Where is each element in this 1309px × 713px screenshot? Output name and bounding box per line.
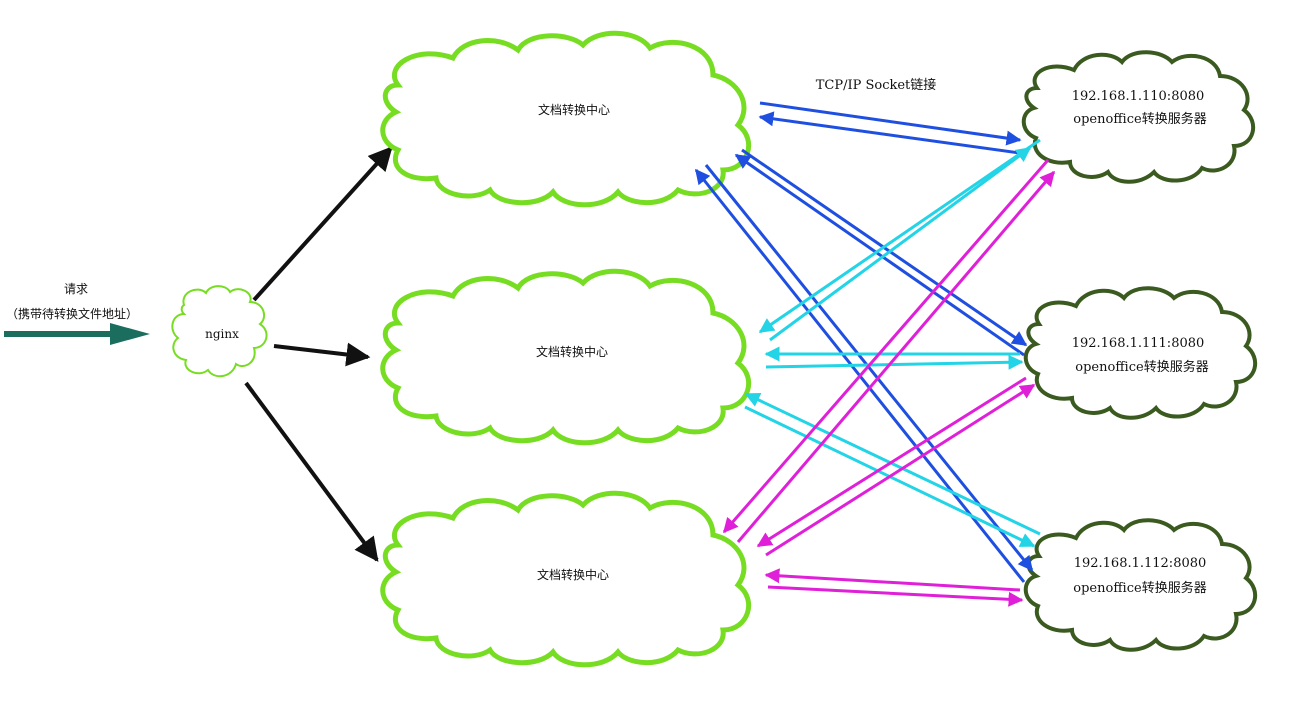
link-c2-to-s2 bbox=[765, 354, 1024, 370]
center-cloud-shape bbox=[380, 268, 752, 446]
link-c1-to-s1 bbox=[759, 101, 1022, 146]
center-cloud-2: 文档转换中心 bbox=[380, 268, 752, 446]
link-s3-to-c2 bbox=[744, 392, 1041, 536]
links-center-3 bbox=[722, 159, 1056, 607]
server-cloud-shape bbox=[1023, 286, 1257, 420]
center-label: 文档转换中心 bbox=[536, 344, 608, 359]
link-c3-to-s3 bbox=[767, 585, 1024, 607]
request-arrow bbox=[4, 323, 150, 345]
nginx-label: nginx bbox=[205, 327, 239, 341]
server-address: 192.168.1.110:8080 bbox=[1072, 89, 1205, 104]
link-s2-to-c3 bbox=[756, 376, 1027, 548]
arrow-nginx-to-center-1 bbox=[252, 146, 393, 302]
server-cloud-shape bbox=[1023, 518, 1257, 652]
nginx-cloud-shape bbox=[171, 285, 268, 378]
nginx-arrows bbox=[244, 146, 393, 562]
center-cloud-shape bbox=[380, 490, 752, 668]
links-center-1 bbox=[694, 101, 1034, 583]
arrow-nginx-to-center-2 bbox=[273, 342, 371, 367]
connection-label: TCP/IP Socket链接 bbox=[816, 77, 937, 93]
center-cloud-1: 文档转换中心 bbox=[380, 30, 752, 208]
server-cloud-2: 192.168.1.111:8080 openoffice转换服务器 bbox=[1023, 286, 1257, 420]
nginx-cloud: nginx bbox=[171, 285, 268, 378]
link-s1-to-c1 bbox=[758, 111, 1021, 155]
link-c3-to-s2 bbox=[765, 383, 1036, 557]
link-s3-to-c3 bbox=[764, 568, 1021, 592]
server-cloud-1: 192.168.1.110:8080 openoffice转换服务器 bbox=[1021, 50, 1255, 184]
server-cloud-3: 192.168.1.112:8080 openoffice转换服务器 bbox=[1023, 518, 1257, 652]
center-cloud-3: 文档转换中心 bbox=[380, 490, 752, 668]
center-label: 文档转换中心 bbox=[537, 567, 609, 582]
center-label: 文档转换中心 bbox=[538, 102, 610, 117]
links-center-2 bbox=[744, 138, 1041, 548]
link-s1-to-c3 bbox=[722, 159, 1050, 534]
server-address: 192.168.1.111:8080 bbox=[1072, 336, 1205, 351]
link-c2-to-s1 bbox=[769, 146, 1032, 342]
server-name: openoffice转换服务器 bbox=[1073, 580, 1206, 596]
arrow-nginx-to-center-3 bbox=[244, 381, 379, 562]
request-group: 请求 （携带待转换文件地址） bbox=[4, 282, 150, 345]
link-c3-to-s1 bbox=[736, 170, 1056, 543]
request-subtitle: （携带待转换文件地址） bbox=[6, 306, 138, 321]
link-s2-to-c1 bbox=[734, 153, 1025, 357]
server-name: openoffice转换服务器 bbox=[1073, 111, 1206, 127]
server-address: 192.168.1.112:8080 bbox=[1074, 556, 1207, 571]
server-name: openoffice转换服务器 bbox=[1075, 359, 1208, 375]
center-cloud-shape bbox=[380, 30, 752, 208]
request-title: 请求 bbox=[64, 282, 88, 296]
link-s1-to-c2 bbox=[758, 138, 1041, 334]
